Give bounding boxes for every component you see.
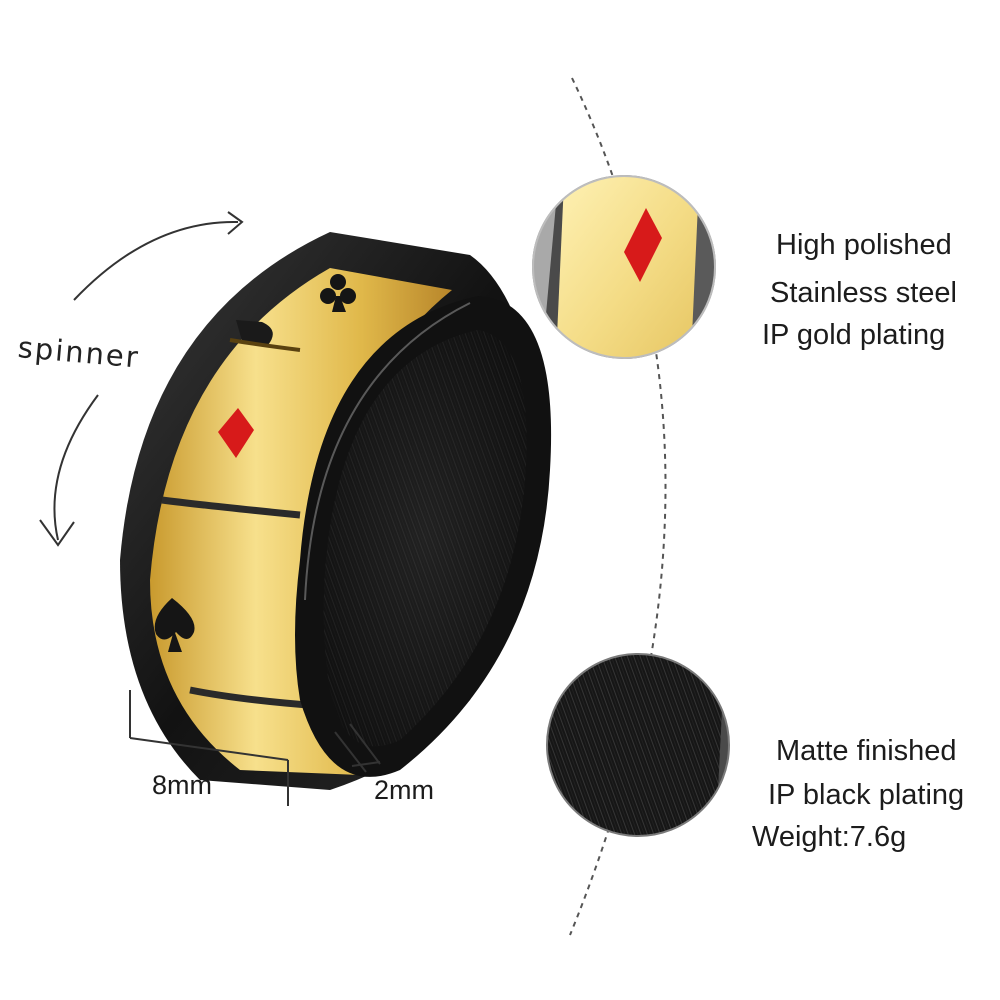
black-feature-line-1: Matte finished	[776, 735, 957, 767]
width-dimension-label: 8mm	[152, 770, 212, 800]
black-feature-line-3: Weight:7.6g	[752, 821, 907, 853]
black-feature-line-2: IP black plating	[768, 779, 965, 811]
gold-detail-circle	[532, 175, 716, 359]
curved-arrow-icon	[39, 211, 244, 547]
dimension-2mm-lines	[334, 723, 381, 773]
black-detail-circle	[546, 653, 730, 837]
spade-suit-icon	[154, 598, 195, 652]
dimension-8mm-lines	[129, 690, 289, 806]
thickness-dimension-label: 2mm	[374, 775, 434, 805]
gold-feature-line-2: Stainless steel	[770, 277, 957, 309]
diamond-suit-icon	[218, 408, 254, 458]
ring-body	[120, 232, 552, 790]
club-suit-icon	[320, 274, 356, 312]
gold-feature-line-3: IP gold plating	[762, 319, 946, 351]
gold-feature-line-1: High polished	[776, 229, 952, 261]
